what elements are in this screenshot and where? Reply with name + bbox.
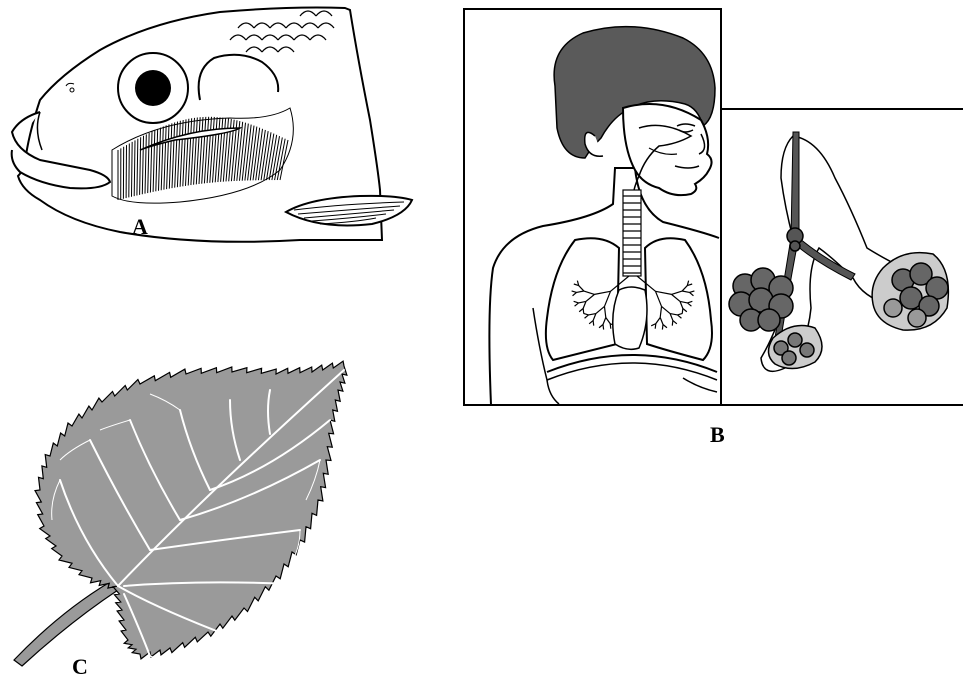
panel-c-leaf xyxy=(0,360,370,670)
leaf-drawing xyxy=(0,360,370,670)
panel-a-fish-head xyxy=(0,0,420,250)
leaf-petiole xyxy=(14,582,118,666)
alveoli-detail xyxy=(729,132,948,371)
panel-b-label: B xyxy=(710,422,725,448)
panel-a-label: A xyxy=(132,214,148,240)
fish-pupil xyxy=(135,70,171,106)
panel-b-respiratory xyxy=(463,8,963,408)
heart xyxy=(613,287,647,349)
panel-c-label: C xyxy=(72,654,88,680)
fish-head-drawing xyxy=(0,0,420,250)
respiratory-drawing xyxy=(463,8,963,408)
trachea xyxy=(623,190,641,276)
